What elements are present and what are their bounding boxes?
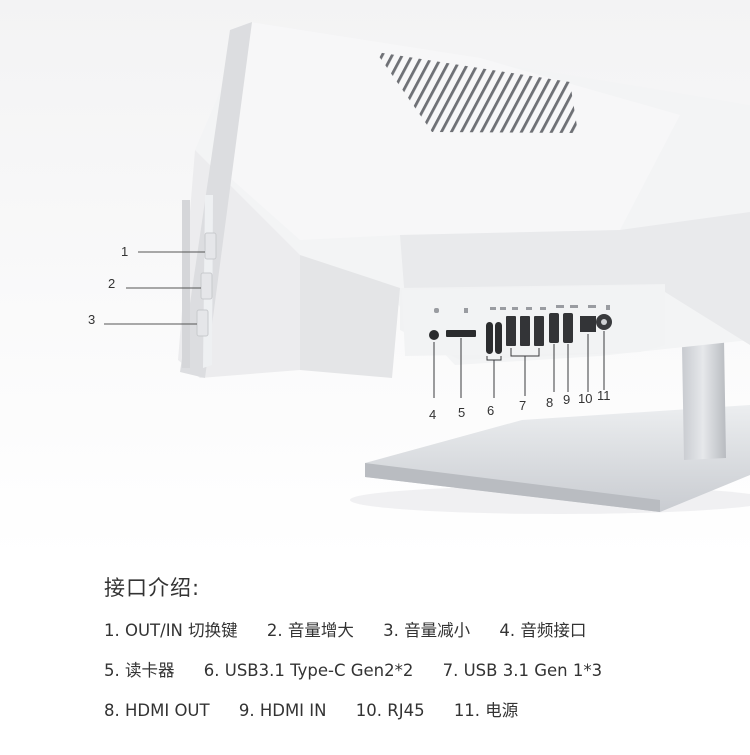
legend-item-5: 5. 读卡器 <box>104 661 175 680</box>
legend-row-3: 8. HDMI OUT 9. HDMI IN 10. RJ45 11. 电源 <box>104 700 724 740</box>
callout-2: 2 <box>108 276 116 291</box>
legend-item-9: 9. HDMI IN <box>238 701 327 720</box>
legend-item-7: 7. USB 3.1 Gen 1*3 <box>442 661 603 680</box>
legend-item-6: 6. USB3.1 Type-C Gen2*2 <box>203 661 414 680</box>
legend-item-4: 4. 音频接口 <box>499 621 587 640</box>
legend-item-1: 1. OUT/IN 切换键 <box>104 621 238 640</box>
callout-5: 5 <box>458 405 466 420</box>
legend-item-8: 8. HDMI OUT <box>104 701 210 720</box>
legend-item-2: 2. 音量增大 <box>266 621 354 640</box>
legend-item-11: 11. 电源 <box>453 701 519 720</box>
callout-3: 3 <box>88 312 96 327</box>
callout-7: 7 <box>519 398 527 413</box>
legend-title: 接口介绍: <box>104 576 201 600</box>
callout-9: 9 <box>563 392 571 407</box>
legend-row-2: 5. 读卡器 6. USB3.1 Type-C Gen2*2 7. USB 3.… <box>104 660 724 700</box>
monitor-illustration <box>0 0 750 560</box>
callout-1: 1 <box>121 244 129 259</box>
callout-8: 8 <box>546 395 554 410</box>
legend-item-3: 3. 音量减小 <box>383 621 471 640</box>
legend-item-10: 10. RJ45 <box>355 701 425 720</box>
callout-11: 11 <box>597 388 611 403</box>
callout-6: 6 <box>487 403 495 418</box>
legend-row-1: 1. OUT/IN 切换键 2. 音量增大 3. 音量减小 4. 音频接口 <box>104 620 724 660</box>
callout-10: 10 <box>578 391 593 406</box>
interface-legend: 接口介绍: 1. OUT/IN 切换键 2. 音量增大 3. 音量减小 4. 音… <box>104 572 724 740</box>
callout-4: 4 <box>429 407 437 422</box>
